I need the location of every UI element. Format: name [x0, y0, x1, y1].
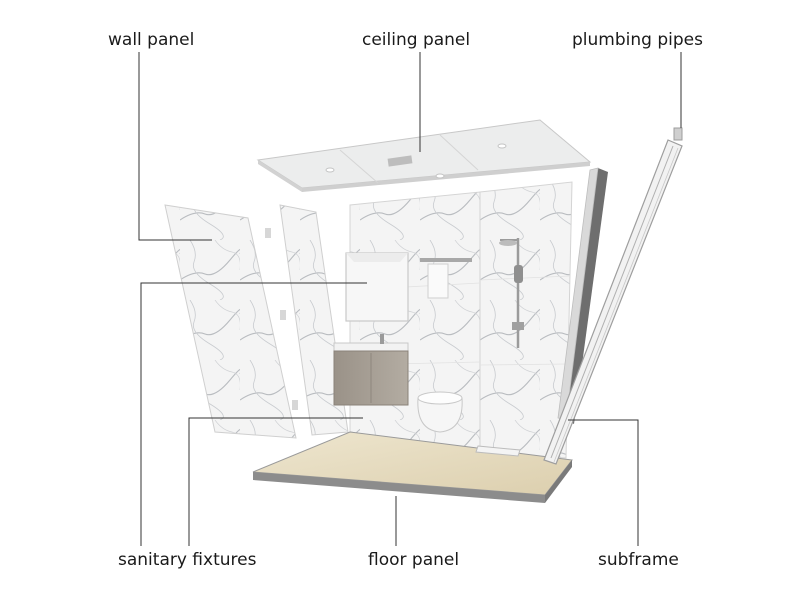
wall-panel-left-shape — [164, 204, 349, 439]
floor-panel-shape — [252, 431, 573, 503]
label-floor-panel: floor panel — [368, 550, 460, 570]
ceiling-panel-shape — [256, 119, 592, 192]
label-plumbing-pipes: plumbing pipes — [572, 30, 703, 50]
leader-wall-panel — [138, 52, 212, 241]
sanitary-fixtures-shape — [333, 238, 524, 433]
leader-subframe — [568, 419, 639, 546]
label-sanitary-fixtures: sanitary fixtures — [118, 550, 257, 570]
leader-sanitary-fixtures — [140, 282, 367, 546]
plumbing-and-subframe-shape — [543, 127, 683, 465]
leader-lines — [138, 52, 682, 546]
label-wall-panel: wall panel — [108, 30, 195, 50]
label-ceiling-panel: ceiling panel — [362, 30, 471, 50]
label-subframe: subframe — [598, 550, 679, 570]
leader-sanitary-fixtures-2 — [188, 417, 363, 546]
